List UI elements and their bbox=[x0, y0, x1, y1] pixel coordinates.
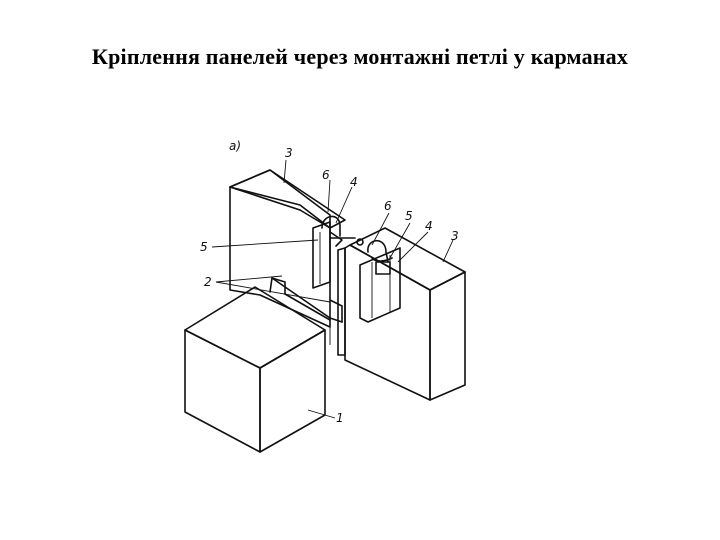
right-wall-panel bbox=[337, 227, 466, 401]
callout-4-left: 4 bbox=[350, 175, 358, 189]
callout-6-left: 6 bbox=[322, 168, 330, 182]
callout-5-left: 5 bbox=[200, 240, 208, 254]
callout-2: 2 bbox=[204, 275, 212, 289]
subfigure-label: а) bbox=[229, 139, 241, 153]
callout-5-right: 5 bbox=[405, 209, 413, 223]
mounting-loop-right bbox=[367, 239, 393, 275]
callout-1: 1 bbox=[336, 411, 344, 425]
callout-3-right: 3 bbox=[451, 229, 459, 243]
callout-6-right: 6 bbox=[384, 199, 392, 213]
page-title: Кріплення панелей через монтажні петлі у… bbox=[91, 44, 629, 69]
callout-4-right: 4 bbox=[425, 219, 433, 233]
mounting-loop-left bbox=[321, 215, 343, 247]
right-panel-pocket bbox=[359, 247, 401, 323]
leader-lines bbox=[211, 159, 454, 419]
left-panel-pocket bbox=[312, 221, 331, 289]
anchor-rods bbox=[269, 277, 343, 323]
callout-3-left: 3 bbox=[285, 146, 293, 160]
panel-joint-diagram: а) 3 6 4 6 5 4 3 5 2 1 bbox=[170, 128, 480, 458]
connecting-bracket bbox=[329, 237, 364, 246]
column-block bbox=[184, 286, 326, 453]
